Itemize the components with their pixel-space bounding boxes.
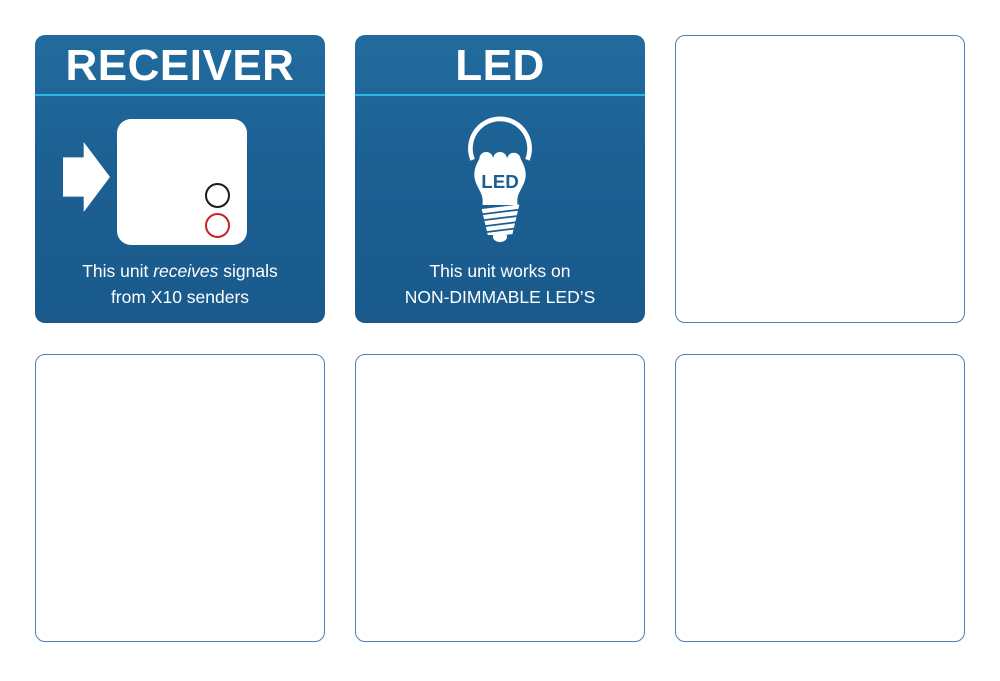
receiver-title: RECEIVER bbox=[65, 40, 295, 90]
led-badge-tile[interactable]: LED LED This unit works on NON-DIMMABLE bbox=[355, 35, 645, 323]
receiver-caption: This unit receives signals from X10 send… bbox=[35, 258, 325, 310]
led-title: LED bbox=[455, 40, 545, 90]
red-circle-icon bbox=[205, 213, 230, 238]
badge-grid: RECEIVER This unit receives signals from… bbox=[35, 35, 965, 642]
receiver-module-box bbox=[117, 119, 247, 245]
led-caption: This unit works on NON-DIMMABLE LED’S bbox=[355, 258, 645, 310]
led-bulb-icon: LED bbox=[468, 116, 532, 243]
right-arrow-icon bbox=[63, 142, 110, 212]
led-bulb-label: LED bbox=[481, 171, 519, 192]
led-caption-line1: This unit works on bbox=[429, 261, 571, 281]
led-title-band: LED bbox=[355, 35, 645, 96]
receiver-caption-line2: from X10 senders bbox=[110, 287, 250, 307]
empty-tile-1[interactable] bbox=[675, 35, 965, 323]
led-caption-line2: NON-DIMMABLE LED’S bbox=[404, 287, 596, 307]
receiver-caption-italic: receives bbox=[153, 261, 219, 281]
empty-tile-3[interactable] bbox=[355, 354, 645, 642]
receiver-badge-tile[interactable]: RECEIVER This unit receives signals from… bbox=[35, 35, 325, 323]
receiver-title-band: RECEIVER bbox=[35, 35, 325, 96]
empty-tile-2[interactable] bbox=[35, 354, 325, 642]
receiver-caption-pre: This unit bbox=[82, 261, 154, 281]
black-circle-icon bbox=[205, 183, 230, 208]
receiver-caption-post: signals bbox=[218, 261, 278, 281]
empty-tile-4[interactable] bbox=[675, 354, 965, 642]
